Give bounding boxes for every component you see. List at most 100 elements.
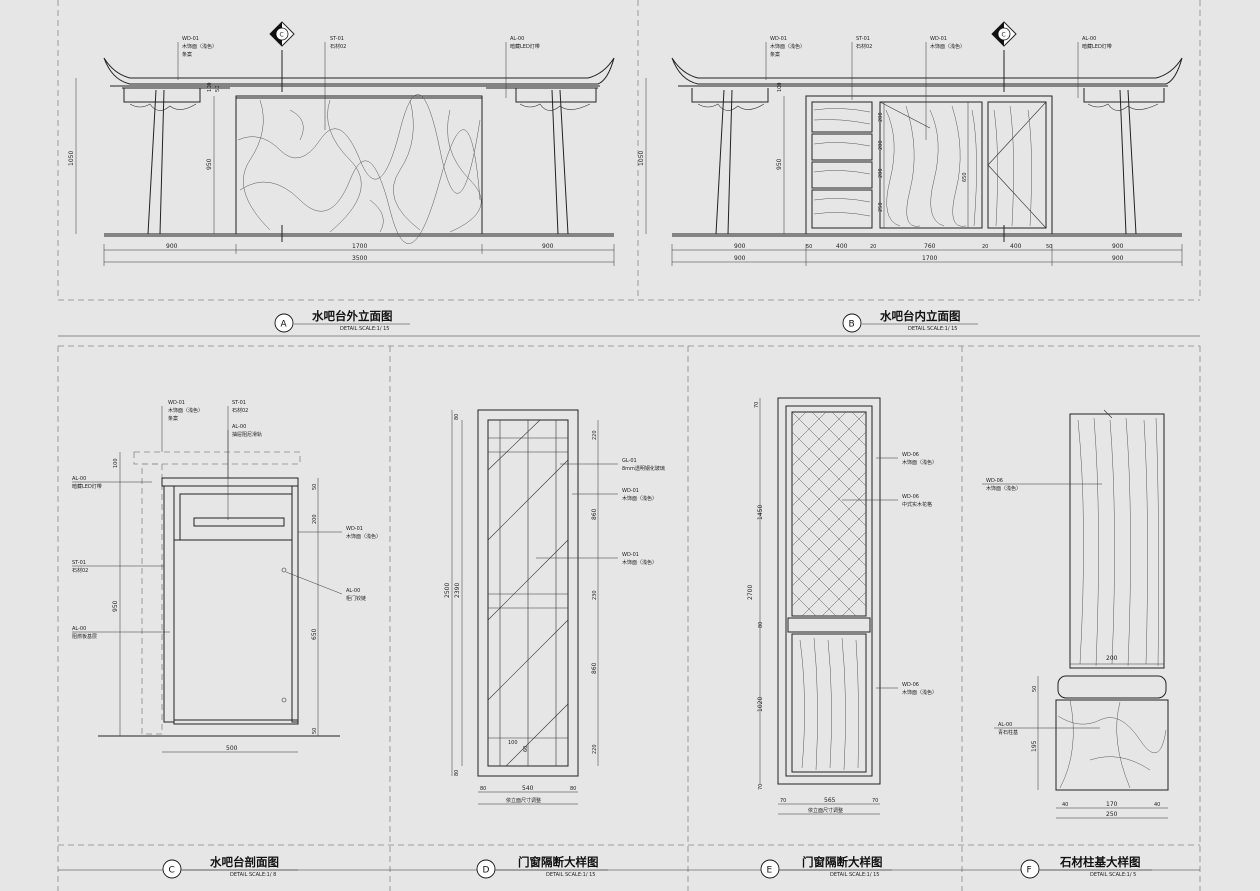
c-dim-650: 650: [311, 628, 318, 640]
svg-text:AL-00: AL-00: [510, 36, 524, 42]
svg-text:中式实木花格: 中式实木花格: [902, 501, 932, 508]
e-dim-70c: 70: [780, 798, 786, 804]
svg-text:D: D: [483, 866, 490, 876]
svg-text:石材02: 石材02: [330, 43, 346, 50]
title-e: E 门窗隔断大样图 DETAIL SCALE:1/ 15: [760, 855, 892, 879]
b-dim-760: 760: [924, 243, 936, 250]
c-dim-500: 500: [226, 745, 238, 752]
svg-text:条案: 条案: [182, 51, 192, 58]
b-dim-900-right2: 900: [1112, 255, 1124, 262]
a-dim-1700: 1700: [352, 243, 367, 250]
svg-text:青石柱基: 青石柱基: [998, 729, 1018, 736]
svg-text:WD-06: WD-06: [902, 682, 919, 688]
svg-text:暗藏LED灯带: 暗藏LED灯带: [72, 483, 102, 490]
b-dim-1700: 1700: [922, 255, 937, 262]
svg-text:ST-01: ST-01: [232, 400, 246, 406]
svg-text:8mm透明钢化玻璃: 8mm透明钢化玻璃: [622, 465, 665, 472]
svg-text:木饰面（浅色）: 木饰面（浅色）: [622, 495, 657, 502]
svg-text:AL-00: AL-00: [232, 424, 246, 430]
e-dim-565: 565: [824, 797, 836, 804]
tag-c-al00-board: AL-00 阻燃板基层: [72, 626, 170, 640]
c-dim-100: 100: [113, 458, 119, 468]
d-dim-860b: 860: [591, 662, 598, 674]
b-dim-250: 250: [878, 202, 884, 212]
svg-text:WD-01: WD-01: [182, 36, 199, 42]
tag-a-al00: AL-00 暗藏LED灯带: [505, 36, 540, 98]
svg-text:木饰面（浅色）: 木饰面（浅色）: [346, 533, 381, 540]
tag-b-st01: ST-01 石材02: [851, 36, 872, 100]
title-a: A 水吧台外立面图 DETAIL SCALE:1/ 15: [274, 309, 410, 333]
svg-text:DETAIL SCALE:1/ 5: DETAIL SCALE:1/ 5: [1090, 872, 1136, 878]
b-dim-400b: 400: [1010, 243, 1022, 250]
b-dim-650: 650: [962, 172, 968, 182]
tag-b-wd01-2: WD-01 木饰面（浅色）: [925, 36, 965, 140]
svg-text:WD-06: WD-06: [902, 494, 919, 500]
svg-text:门窗隔断大样图: 门窗隔断大样图: [802, 855, 883, 869]
b-dim-950: 950: [776, 158, 783, 170]
f-dim-40a: 40: [1062, 802, 1068, 808]
svg-text:石材02: 石材02: [72, 567, 88, 574]
tag-d-wd01-2: WD-01 木饰面（浅色）: [536, 552, 657, 566]
svg-text:抽屉阻尼滑轨: 抽屉阻尼滑轨: [232, 431, 262, 438]
a-dim-1050: 1050: [68, 151, 75, 166]
tag-a-st01: ST-01 石材02: [324, 36, 346, 130]
svg-text:F: F: [1027, 866, 1032, 876]
svg-text:E: E: [767, 866, 773, 876]
e-note: 依立面尺寸调整: [808, 807, 843, 814]
f-dim-250: 250: [1106, 811, 1118, 818]
svg-text:DETAIL SCALE:1/ 15: DETAIL SCALE:1/ 15: [830, 872, 879, 878]
tag-e-wd06-2: WD-06 木饰面（浅色）: [876, 682, 937, 696]
tag-c-al00-hinge: AL-00 柜门铰链: [285, 571, 366, 602]
tag-c-wd01-2: WD-01 木饰面（浅色）: [298, 526, 381, 540]
svg-text:WD-06: WD-06: [902, 452, 919, 458]
b-section-mark: C: [1002, 32, 1006, 39]
b-dim-200b: 200: [878, 140, 884, 150]
tag-d-wd01: WD-01 木饰面（浅色）: [572, 488, 657, 502]
tag-c-st01: ST-01 石材02: [227, 400, 248, 478]
svg-text:石材02: 石材02: [232, 407, 248, 414]
svg-text:水吧台剖面图: 水吧台剖面图: [210, 855, 279, 869]
svg-text:木饰面（浅色）: 木饰面（浅色）: [986, 485, 1021, 492]
svg-text:暗藏LED灯带: 暗藏LED灯带: [1082, 43, 1112, 50]
title-d: D 门窗隔断大样图 DETAIL SCALE:1/ 15: [476, 855, 608, 879]
svg-text:木饰面（浅色）: 木饰面（浅色）: [622, 559, 657, 566]
tag-b-al00: AL-00 暗藏LED灯带: [1077, 36, 1112, 98]
svg-text:阻燃板基层: 阻燃板基层: [72, 633, 97, 640]
svg-text:柜门铰链: 柜门铰链: [346, 595, 366, 602]
svg-text:DETAIL SCALE:1/ 8: DETAIL SCALE:1/ 8: [230, 872, 276, 878]
svg-text:A: A: [281, 320, 288, 330]
svg-text:AL-00: AL-00: [346, 588, 360, 594]
d-dim-80a: 80: [454, 414, 460, 420]
f-dim-50: 50: [1032, 686, 1038, 692]
tag-d-gl01: GL-01 8mm透明钢化玻璃: [560, 458, 665, 472]
d-dim-230: 230: [592, 590, 598, 600]
tag-f-wd06: WD-06 木饰面（浅色）: [982, 478, 1102, 492]
tag-f-al00: AL-00 青石柱基: [994, 722, 1100, 736]
panel-e-partition: 70 2700 1450 80 1020 70 70 565 70 依立面尺寸调…: [747, 397, 937, 815]
d-note: 依立面尺寸调整: [506, 797, 541, 804]
b-dim-50a: 50: [806, 244, 812, 250]
a-dim-900-left: 900: [166, 243, 178, 250]
b-dim-20a: 20: [870, 244, 876, 250]
b-dim-400a: 400: [836, 243, 848, 250]
svg-text:木饰面（浅色）: 木饰面（浅色）: [902, 689, 937, 696]
b-dim-200a: 200: [878, 112, 884, 122]
b-dim-900-left2: 900: [734, 255, 746, 262]
svg-text:条案: 条案: [168, 415, 178, 422]
a-dim-3500: 3500: [352, 255, 367, 262]
svg-text:AL-00: AL-00: [72, 476, 86, 482]
svg-text:木饰面（浅色）: 木饰面（浅色）: [770, 43, 805, 50]
c-dim-950: 950: [112, 600, 119, 612]
d-dim-220b: 220: [592, 744, 598, 754]
panel-d-partition: 80 2500 2390 80 220 860 230 860 220 80 5…: [444, 409, 665, 805]
sheet-grid: [57, 0, 1201, 891]
tag-c-al00-slide: AL-00 抽屉阻尼滑轨: [227, 424, 262, 520]
b-dim-200c: 200: [878, 168, 884, 178]
svg-text:水吧台内立面图: 水吧台内立面图: [880, 309, 961, 323]
svg-text:WD-01: WD-01: [622, 488, 639, 494]
e-dim-70a: 70: [754, 402, 760, 408]
svg-text:AL-00: AL-00: [72, 626, 86, 632]
d-dim-860a: 860: [591, 508, 598, 520]
d-dim-2500: 2500: [444, 583, 451, 598]
svg-text:ST-01: ST-01: [72, 560, 86, 566]
